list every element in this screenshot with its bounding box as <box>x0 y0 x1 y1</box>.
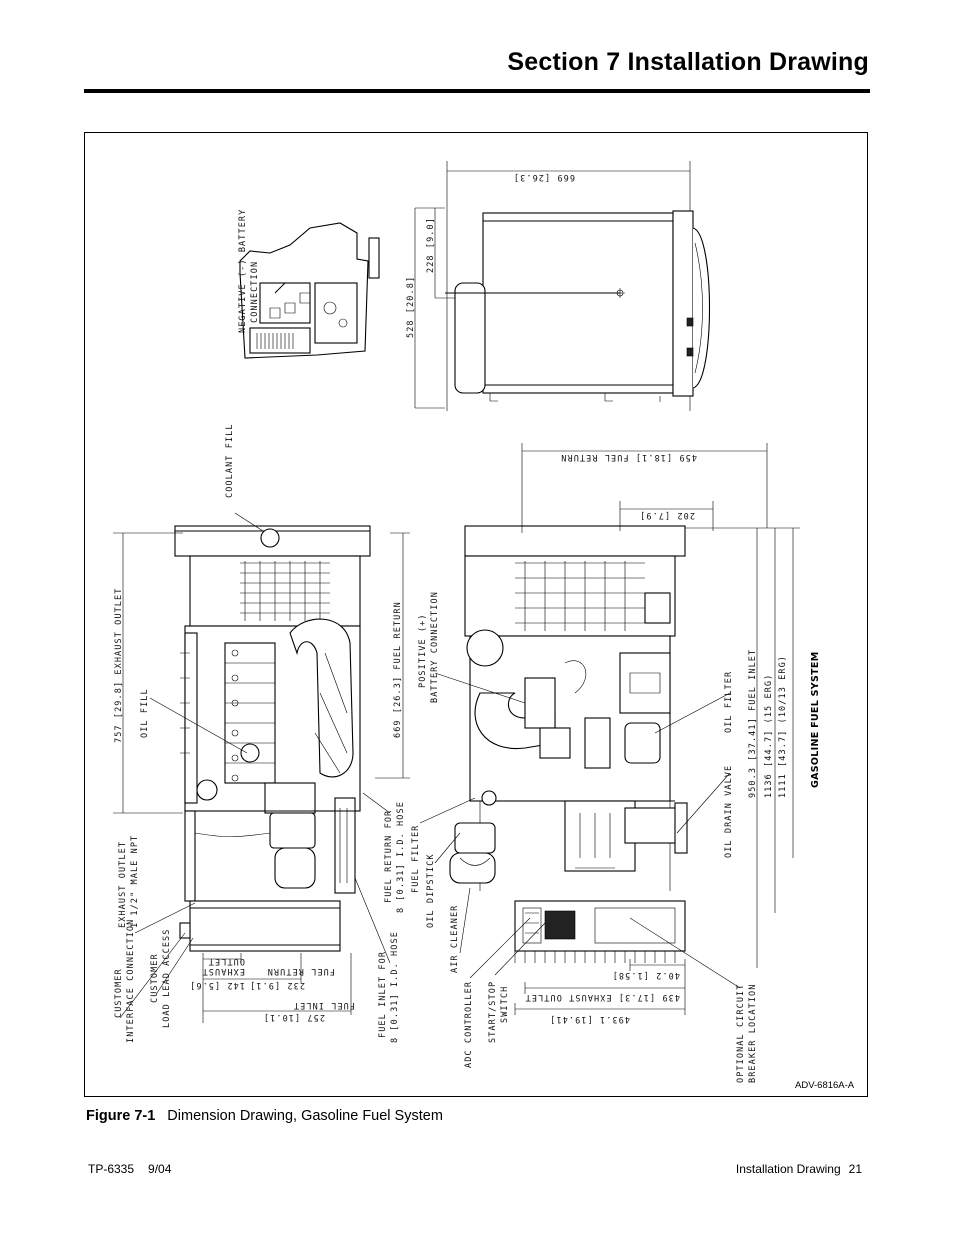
footer-doc-number: TP-6335 <box>88 1162 135 1176</box>
customer-load-lead-1: CUSTOMER <box>150 953 160 1003</box>
start-stop-1: START/STOP <box>488 981 498 1043</box>
footer-page-info: Installation Drawing 21 <box>736 1162 862 1176</box>
positive-battery-2: BATTERY CONNECTION <box>430 591 440 703</box>
dim-40-2: 40.2 [1.58] <box>612 970 680 980</box>
dim-228: 228 [9.0] <box>426 217 436 273</box>
side-view-top: 669 [26.3] 528 [20.8] 228 [9.0] <box>406 161 711 411</box>
adc-controller-label: ADC CONTROLLER <box>464 981 474 1068</box>
optional-breaker-2: BREAKER LOCATION <box>748 984 758 1083</box>
air-cleaner-label: AIR CLEANER <box>450 905 460 973</box>
negative-battery-label-2: CONNECTION <box>250 261 260 323</box>
figure-caption: Figure 7-1 Dimension Drawing, Gasoline Fu… <box>86 1108 443 1124</box>
oil-drain-valve-label: OIL DRAIN VALVE <box>724 765 734 858</box>
fuel-return-232-2: 232 [9.1] <box>249 980 305 990</box>
figure-number: Figure 7-1 <box>86 1108 156 1124</box>
customer-load-lead-2: LOAD LEAD ACCESS <box>162 929 172 1028</box>
oil-dipstick-label: OIL DIPSTICK <box>426 853 436 928</box>
system-title: GASOLINE FUEL SYSTEM <box>810 652 821 788</box>
fuel-inlet-257-2: 257 [10.1] <box>263 1012 325 1022</box>
exhaust-outlet-npt-1: EXHAUST OUTLET <box>118 841 128 928</box>
title-rule <box>84 89 870 93</box>
fuel-filter-label: FUEL FILTER <box>411 825 421 893</box>
customer-interface-1: CUSTOMER <box>114 968 124 1018</box>
dim-669-top: 669 [26.3] <box>513 172 575 182</box>
customer-interface-2: INTERFACE CONNECTION <box>126 919 136 1043</box>
dim-1136: 1136 [44.7] (15 ERG) <box>764 674 774 798</box>
left-main-view: 757 [29.8] EXHAUST OUTLET 669 [26.3] FUE… <box>113 423 410 1043</box>
fuel-inlet-950: 950.3 [37.41] FUEL INLET <box>748 649 758 798</box>
dim-202: 202 [7.9] <box>639 510 695 520</box>
optional-breaker-1: OPTIONAL CIRCUIT <box>736 984 746 1083</box>
exhaust-outlet-npt-2: 1 1/2" MALE NPT <box>130 835 140 928</box>
footer-doc-info: TP-6335 9/04 <box>88 1162 171 1176</box>
right-main-view: 459 [18.1] FUEL RETURN 202 [7.9] 950.3 [… <box>411 443 821 1083</box>
dim-1111: 1111 [43.7] (10/13 ERG) <box>778 655 788 798</box>
footer-page-number: 21 <box>848 1162 862 1176</box>
dim-493: 493.1 [19.41] <box>549 1014 630 1024</box>
exhaust-outlet-dim-757: 757 [29.8] EXHAUST OUTLET <box>114 588 124 743</box>
start-stop-2: SWITCH <box>500 986 510 1023</box>
dim-528: 528 [20.8] <box>406 276 416 338</box>
installation-drawing: NEGATIVE (-) BATTERY CONNECTION 669 [26.… <box>113 161 855 1091</box>
exhaust-outlet-142-2: OUTLET <box>208 956 245 966</box>
figure-caption-text: Dimension Drawing, Gasoline Fuel System <box>167 1108 443 1124</box>
oil-filter-label: OIL FILTER <box>724 671 734 733</box>
coolant-fill-label: COOLANT FILL <box>225 423 235 498</box>
fuel-return-hose-2: 8 [0.31] I.D. HOSE <box>396 801 406 913</box>
fuel-inlet-hose-2: 8 [0.31] I.D. HOSE <box>390 931 400 1043</box>
end-view-small: NEGATIVE (-) BATTERY CONNECTION <box>238 209 380 359</box>
fuel-return-dim-669: 669 [26.3] FUEL RETURN <box>393 601 403 738</box>
exhaust-outlet-142-1: EXHAUST <box>201 966 245 976</box>
footer-section-name: Installation Drawing <box>735 1162 841 1176</box>
drawing-reference: ADV-6816A-A <box>795 1080 855 1091</box>
footer-date: 9/04 <box>148 1162 172 1176</box>
exhaust-outlet-142-3: 142 [5.6] <box>189 980 245 990</box>
oil-fill-label: OIL FILL <box>140 688 150 738</box>
figure-frame: NEGATIVE (-) BATTERY CONNECTION 669 [26.… <box>84 132 868 1097</box>
positive-battery-1: POSITIVE (+) <box>418 613 428 688</box>
fuel-return-hose-1: FUEL RETURN FOR <box>384 810 394 903</box>
dim-439: 439 [17.3] EXHAUST OUTLET <box>525 992 680 1002</box>
fuel-inlet-257-1: FUEL INLET <box>293 1000 355 1010</box>
dim-459: 459 [18.1] FUEL RETURN <box>560 452 697 462</box>
fuel-return-232-1: FUEL RETURN <box>267 966 335 976</box>
negative-battery-label-1: NEGATIVE (-) BATTERY <box>238 209 248 333</box>
fuel-inlet-hose-1: FUEL INLET FOR <box>378 951 388 1038</box>
section-title: Section 7 Installation Drawing <box>507 48 869 76</box>
